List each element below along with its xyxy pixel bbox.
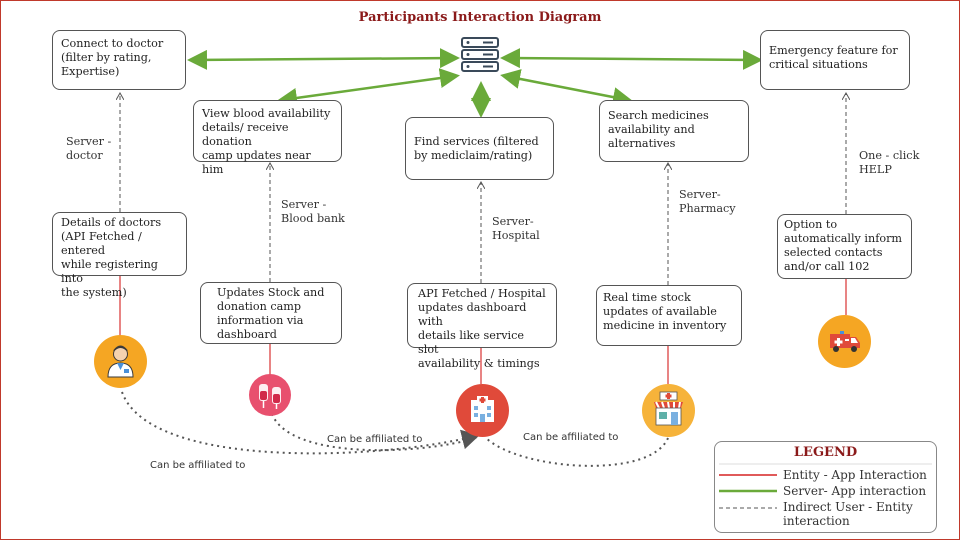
legend-title: LEGEND [793,445,858,460]
affiliation-curve-blood [271,413,477,452]
view-blood-box: View blood availability details/ receive… [193,100,342,176]
pharmacy-updates-box: Real time stock updates of available med… [596,285,742,346]
server-line-doctor [187,48,460,70]
affiliation-curve-doctor [121,391,480,455]
diagram-title: Participants Interaction Diagram [358,10,602,25]
hospital-icon [456,384,509,437]
legend-swatches [719,463,932,509]
server-line-blood [277,68,460,108]
server-bloodbank-label: Server - Blood bank [281,198,345,225]
doctor-details-box: Details of doctors (API Fetched / entere… [52,212,187,299]
hospital-updates-box: API Fetched / Hospital updates dashboard… [407,283,557,370]
legend-indirect: Indirect User - Entity interaction [783,500,913,528]
legend-entity: Entity - App Interaction [783,468,927,482]
blood-bag-icon [249,374,291,416]
server-icon [459,36,501,76]
connect-doctor-box: Connect to doctor (filter by rating, Exp… [52,30,186,90]
emergency-box: Emergency feature for critical situation… [760,30,910,90]
affiliation-label-blood: Can be affiliated to [327,434,423,445]
blood-updates-box: Updates Stock and donation camp informat… [200,282,342,344]
search-medicines-box: Search medicines availability and altern… [599,100,749,162]
affiliation-label-pharmacy: Can be affiliated to [523,432,619,443]
legend: LEGEND Entity - App Interaction Server- … [714,441,937,533]
server-line-pharmacy [500,69,633,107]
server-pharmacy-label: Server- Pharmacy [679,188,736,215]
server-doctor-label: Server - doctor [66,135,112,162]
legend-server: Server- App interaction [783,484,927,498]
affiliation-label-doctor: Can be affiliated to [150,460,246,471]
one-click-help-label: One - click HELP [859,149,920,176]
emergency-option-box: Option to automatically inform selected … [777,214,912,279]
ambulance-icon [818,315,871,368]
server-line-emergency [500,48,763,70]
pharmacy-icon [642,384,695,437]
find-services-box: Find services (filtered by mediclaim/rat… [405,117,554,180]
doctor-icon [94,335,147,388]
server-hospital-label: Server- Hospital [492,215,540,242]
